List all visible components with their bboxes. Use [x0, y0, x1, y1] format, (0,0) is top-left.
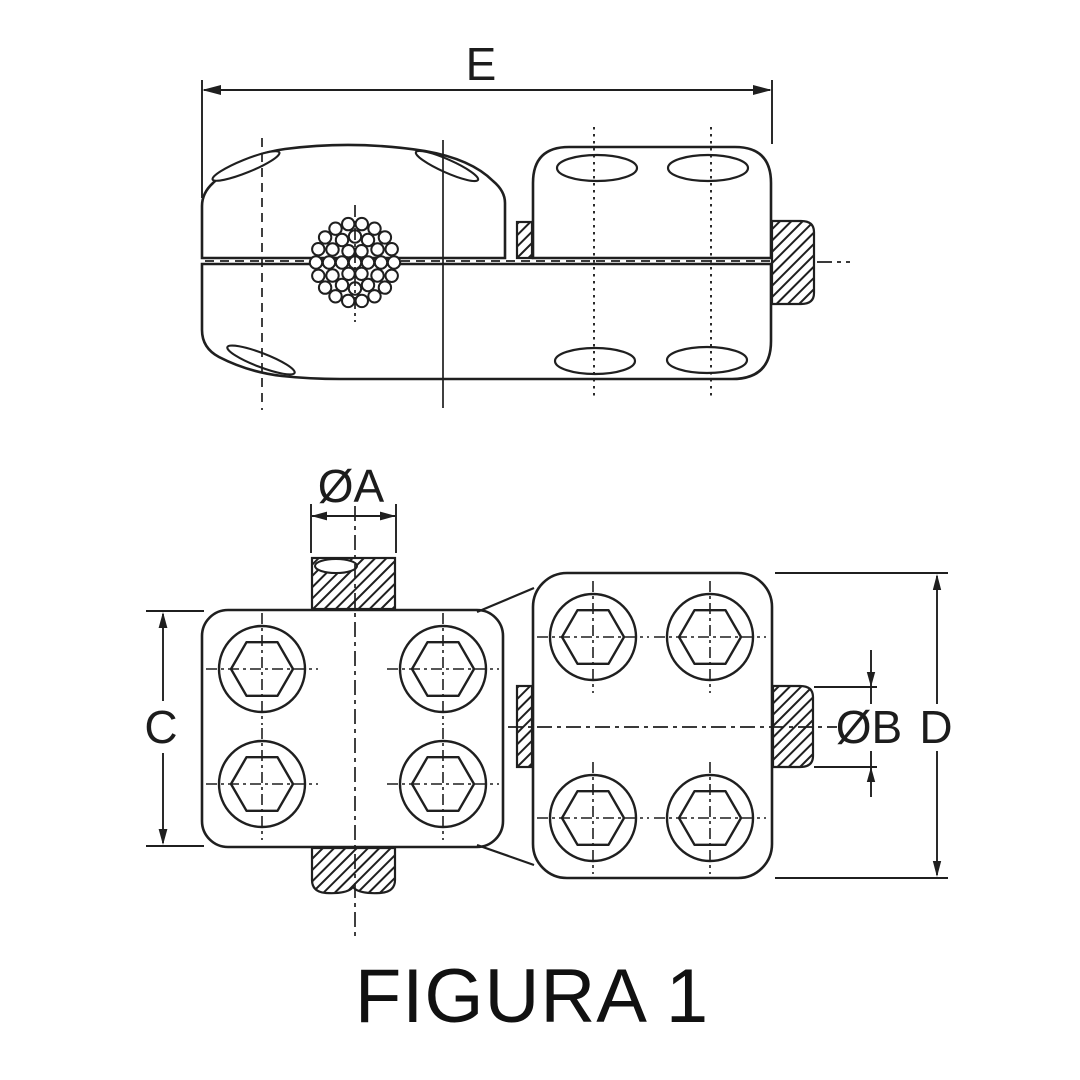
- dim-label-oa: ØA: [318, 460, 385, 512]
- clamp-lower-body: [200, 262, 773, 381]
- dimension-ob: ØB: [814, 650, 902, 797]
- spacer-section-top-view: [515, 220, 534, 260]
- dim-ob-arrow-bottom: [866, 767, 876, 782]
- dim-label-e: E: [466, 38, 497, 90]
- dim-ob-arrow-top: [866, 672, 876, 687]
- dim-label-c: C: [144, 701, 177, 753]
- dim-e-arrow-left: [202, 85, 221, 95]
- transition-edge-bottom: [476, 843, 535, 867]
- left-keeper-cap: [200, 143, 507, 260]
- bolt-slot-bottom-left: [553, 346, 637, 376]
- dim-label-ob: ØB: [836, 701, 902, 753]
- transition-edge-top: [476, 586, 535, 614]
- dim-oa-arrow-right: [380, 511, 396, 521]
- dim-d-arrow-bottom: [932, 861, 942, 877]
- dim-e-arrow-right: [753, 85, 772, 95]
- dim-label-d: D: [919, 701, 952, 753]
- bolt-slot-top-right: [666, 153, 750, 183]
- dim-c-arrow-bottom: [158, 829, 168, 845]
- bolt-slot-bottom-right: [665, 345, 749, 375]
- stranded-conductor-section: [308, 216, 402, 309]
- chamfer-lens-top-right: [414, 149, 480, 183]
- top-view: E: [200, 38, 850, 410]
- dim-oa-arrow-left: [311, 511, 327, 521]
- conductor-stub-bottom: [310, 846, 397, 895]
- dimension-d: D: [775, 572, 953, 879]
- chamfer-lens-bottom-left: [226, 344, 296, 376]
- bolt-slot-top-left: [555, 153, 639, 183]
- conductor-end-face: [313, 557, 359, 575]
- dim-d-arrow-top: [932, 574, 942, 590]
- right-stud-section-top-view: [770, 219, 816, 306]
- dim-c-arrow-top: [158, 612, 168, 628]
- dimension-c: C: [144, 610, 204, 847]
- figure-caption: FIGURA 1: [355, 954, 709, 1039]
- bottom-view: ØA C ØB: [144, 460, 953, 937]
- dimension-oa: ØA: [310, 460, 397, 553]
- dimension-e: E: [201, 38, 773, 198]
